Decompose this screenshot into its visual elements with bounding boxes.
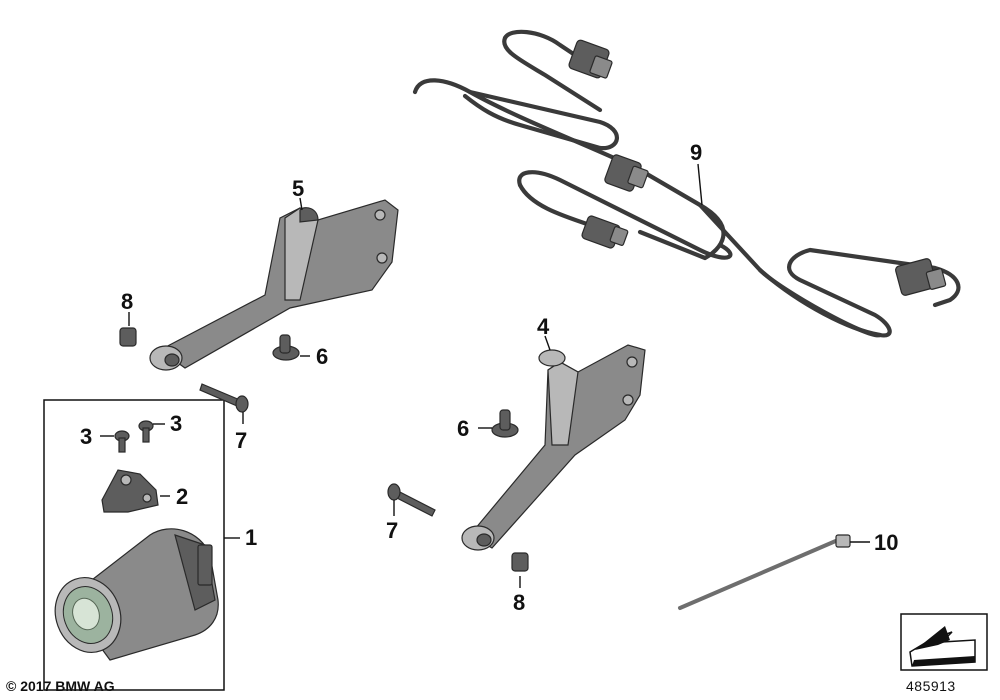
bolt-upper[interactable]: [199, 383, 249, 413]
callout-10: 10: [874, 530, 898, 555]
screw-left[interactable]: [114, 430, 130, 453]
callout-7-upper: 7: [235, 428, 247, 453]
harness-connector-left: [581, 215, 629, 249]
harness-connector-top: [568, 39, 613, 79]
leader-lines: [100, 163, 870, 588]
callout-6-upper: 6: [316, 344, 328, 369]
screw-right[interactable]: [138, 420, 154, 443]
fog-light[interactable]: [45, 528, 219, 662]
fog-light-assembly-frame: [43, 399, 225, 691]
callout-4: 4: [537, 314, 550, 339]
arrow-orientation-icon: [900, 613, 988, 671]
harness-connector-right: [895, 258, 947, 296]
bolt-lower[interactable]: [387, 483, 436, 517]
callout-9: 9: [690, 140, 702, 165]
callout-5: 5: [292, 176, 304, 201]
wiring-harness[interactable]: [412, 29, 961, 338]
callout-7-lower: 7: [386, 518, 398, 543]
rubber-buffer-lower[interactable]: [491, 409, 519, 438]
callout-3-right: 3: [170, 411, 182, 436]
callout-8-lower: 8: [513, 590, 525, 615]
callout-6-lower: 6: [457, 416, 469, 441]
nut-lower[interactable]: [511, 552, 529, 572]
callout-1: 1: [245, 525, 257, 550]
upper-bracket[interactable]: [149, 199, 399, 371]
callout-2: 2: [176, 484, 188, 509]
callout-3-left: 3: [80, 424, 92, 449]
harness-connector-middle: [604, 154, 649, 192]
copyright-text: © 2017 BMW AG: [6, 678, 115, 694]
callout-8-upper: 8: [121, 289, 133, 314]
rubber-buffer-upper[interactable]: [272, 334, 300, 361]
nut-upper[interactable]: [119, 327, 137, 347]
light-holder[interactable]: [101, 469, 159, 513]
lower-bracket[interactable]: [461, 344, 646, 551]
cable-tie[interactable]: [678, 534, 851, 610]
diagram-reference-number: 485913: [906, 678, 956, 694]
